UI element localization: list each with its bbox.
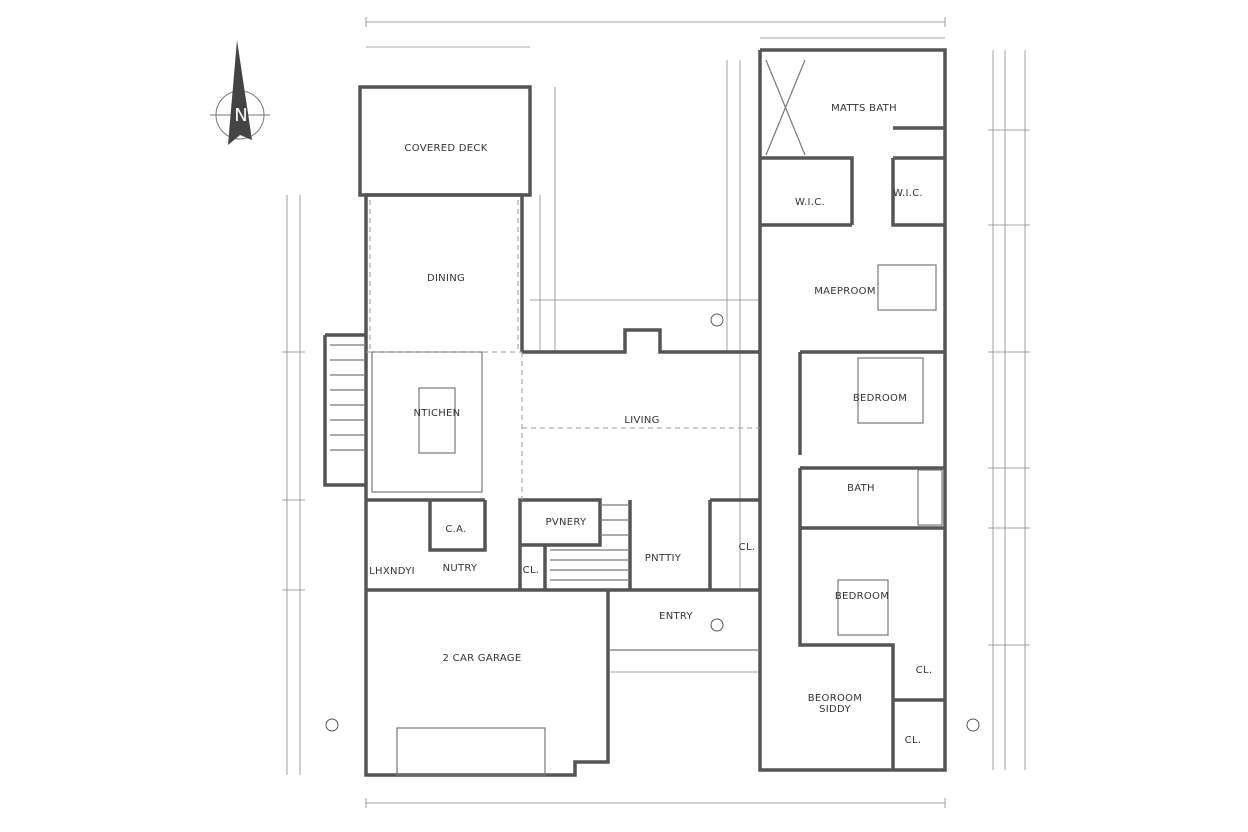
room-living: LIVING [624,415,659,426]
room-masters-bath: MATTS BATH [831,103,897,114]
room-wic-right: W.I.C. [893,188,923,199]
north-label: N [234,105,247,126]
room-bath: BATH [847,483,875,494]
room-dining: DINING [427,273,465,284]
room-closet-3: CL. [905,735,922,746]
room-ca: C.A. [445,524,466,535]
room-pantry-1: PVNERY [546,517,587,528]
room-bedroom-1: BEDROOM [853,393,907,404]
north-arrow-icon: N [210,40,270,145]
room-kitchen: NTICHEN [414,408,461,419]
room-labels: COVERED DECK DINING NTICHEN LIVING MATTS… [369,103,932,746]
room-entry: ENTRY [659,611,693,622]
room-pantry-2: PNTTIY [645,553,682,564]
room-closet-1: CL. [739,542,756,553]
room-covered-deck: COVERED DECK [404,143,487,154]
room-garage: 2 CAR GARAGE [443,653,522,664]
room-bedroom-2: BEDROOM [835,591,889,602]
room-closet-4: CL. [523,565,540,576]
room-closet-2: CL. [916,665,933,676]
room-bedroom-study: BEOROOM [808,693,862,704]
room-master-bedroom: MAEPROOM [814,286,876,297]
room-nutry: NUTRY [443,563,478,574]
walls [323,48,980,777]
room-laundry: LHXNDYI [369,566,415,577]
dimension-lines [282,17,1030,808]
room-wic-left: W.I.C. [795,197,825,208]
room-bedroom-study-2: SIDDY [819,704,851,715]
